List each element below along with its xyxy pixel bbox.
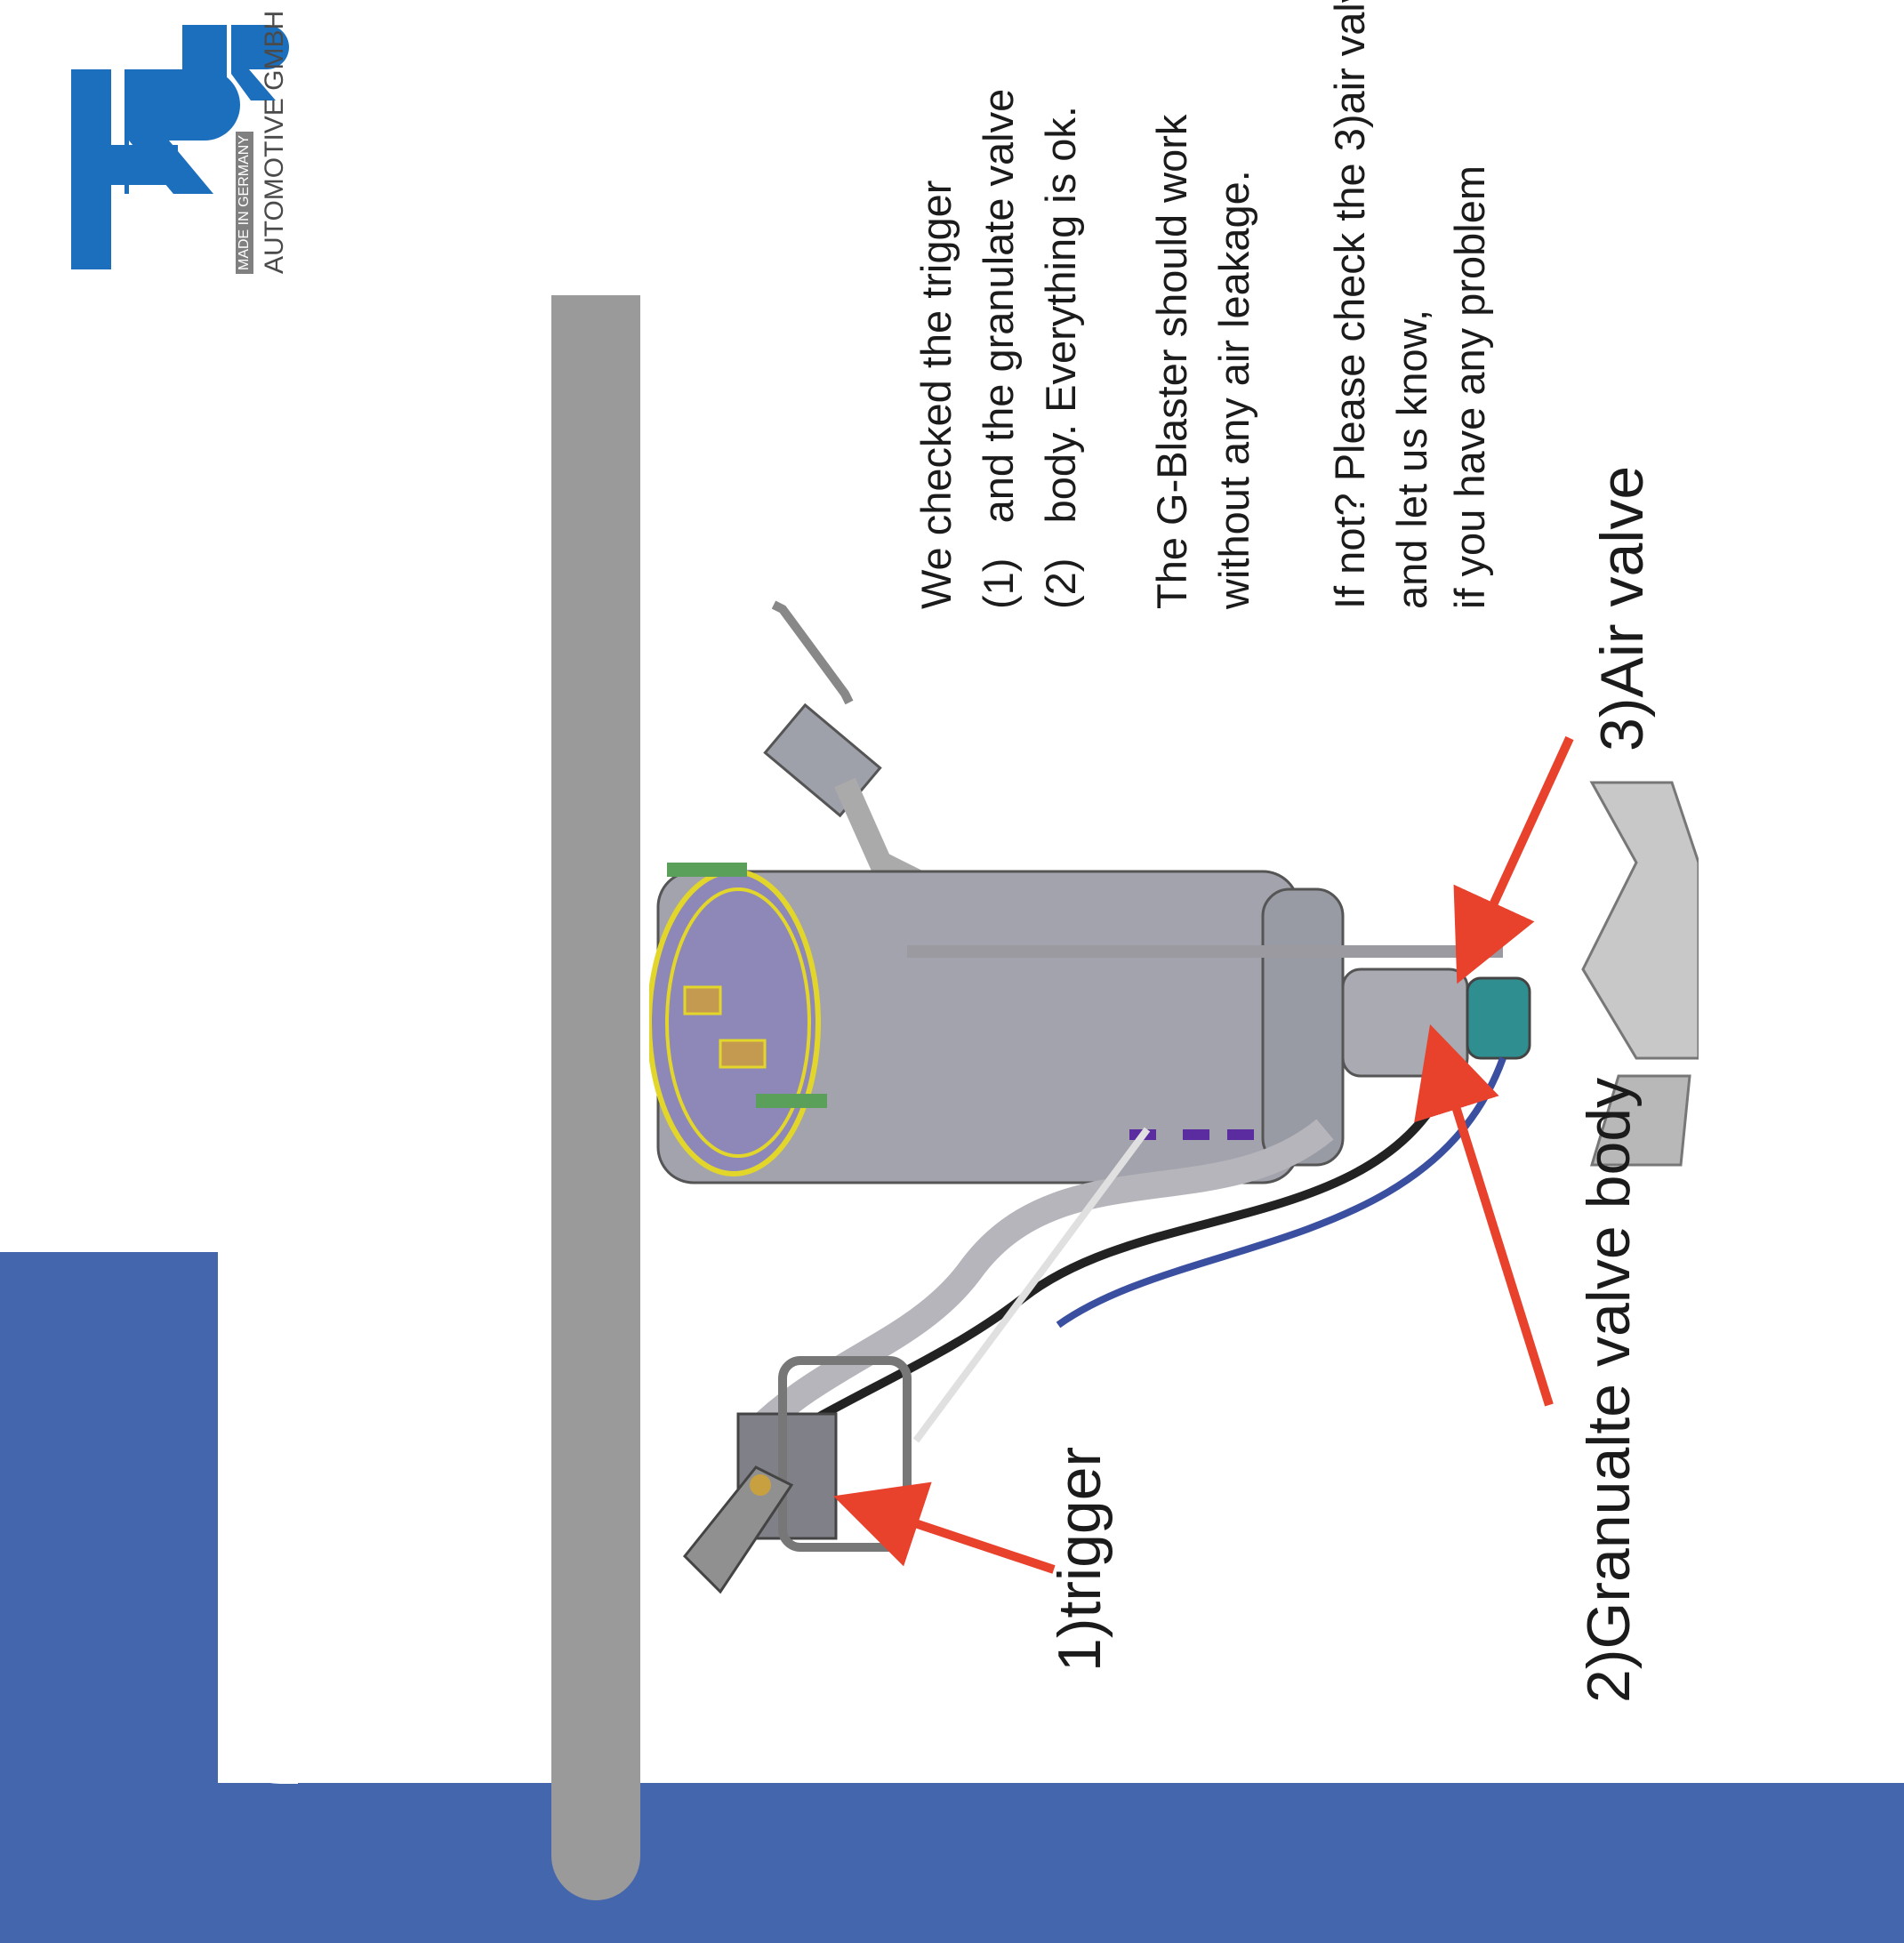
arrow-granulate	[1414, 1024, 1554, 1407]
note-line-7: and let us know,	[1388, 309, 1435, 609]
arrow-air-valve	[1453, 735, 1574, 984]
note-line-6: If not? Please check the 3)air valve	[1326, 0, 1373, 609]
label-granulate-valve-body: 2)Granualte valve body	[1575, 1077, 1643, 1703]
label-air-valve: 3)Air valve	[1588, 465, 1656, 751]
note-line-4: The G-Blaster should work	[1148, 114, 1195, 609]
note-line-1: We checked the trigger	[912, 180, 960, 609]
frame-blue-horizontal	[0, 1783, 1904, 1943]
note-line-8: if you have any problem	[1446, 165, 1493, 609]
company-logo: MADE IN GERMANY AUTOMOTIVE GMBH	[62, 11, 311, 283]
trr-logo-icon	[71, 25, 289, 269]
label-trigger: 1)trigger	[1046, 1446, 1113, 1672]
g-blaster-drawing	[649, 600, 1699, 1594]
grey-bar	[551, 295, 640, 1900]
note-line-3: (2) body. Everything is ok.	[1037, 106, 1084, 609]
arrow-trigger	[833, 1481, 1056, 1574]
note-line-2: (1) and the granulate valve	[975, 88, 1022, 609]
note-line-5: without any air leakage.	[1210, 170, 1257, 609]
